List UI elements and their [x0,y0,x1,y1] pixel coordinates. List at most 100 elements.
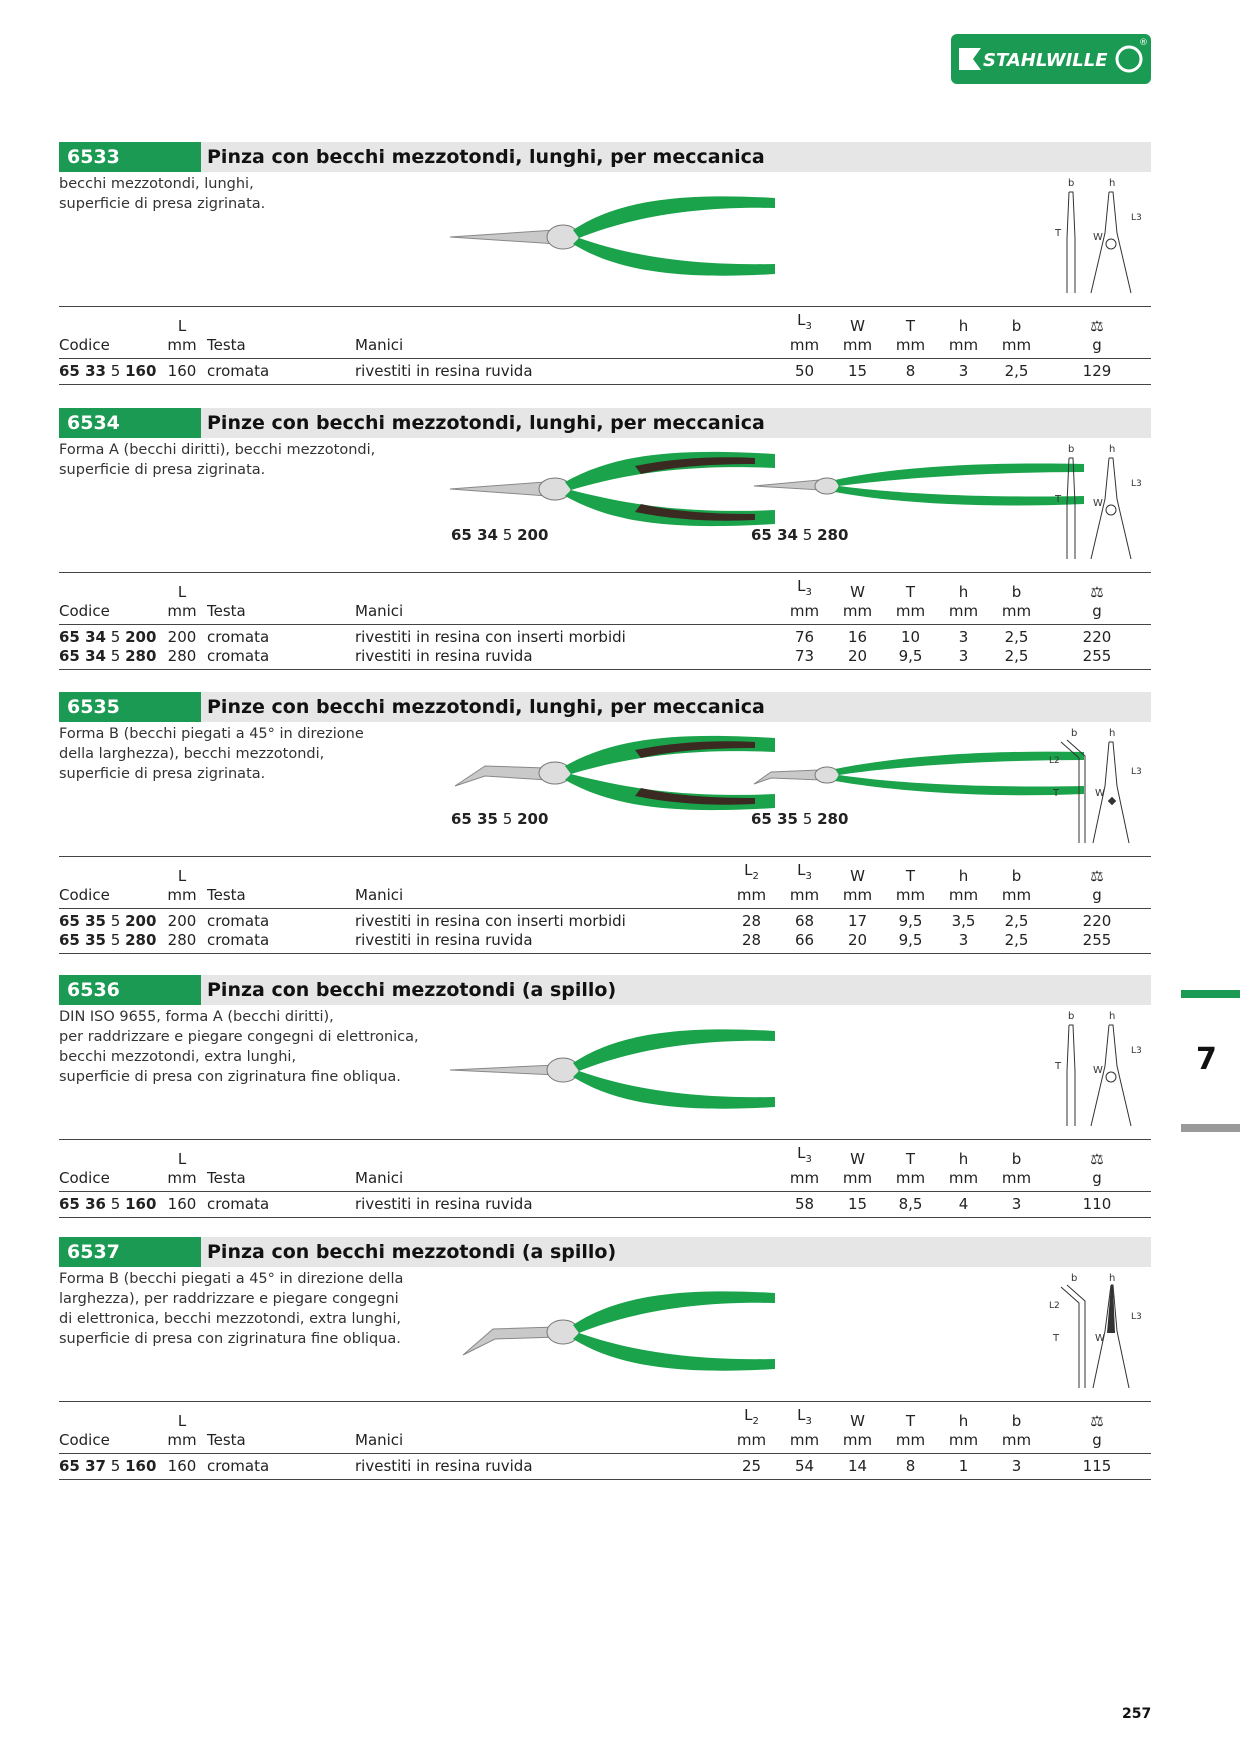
chapter-number: 7 [1196,1042,1217,1077]
section-title: Pinze con becchi mezzotondi, lunghi, per… [207,696,765,718]
section-6535: 6535 Pinze con becchi mezzotondi, lunghi… [59,692,1151,954]
section-description: Forma B (becchi piegati a 45° in direzio… [59,726,364,782]
svg-text:h: h [1109,444,1115,455]
section-6534: 6534 Pinze con becchi mezzotondi, lunghi… [59,408,1151,670]
scale-icon: ⚖ [1090,867,1104,885]
tool-label: 65 34 5 280 [751,526,849,544]
svg-text:T: T [1052,788,1060,799]
svg-text:W: W [1093,498,1103,509]
scale-icon: ⚖ [1090,583,1104,601]
pliers-image-280 [753,463,1084,506]
pliers-image-280 [753,751,1084,796]
svg-text:h: h [1109,728,1115,739]
section-6537: 6537 Pinza con becchi mezzotondi (a spil… [59,1237,1151,1480]
svg-text:h: h [1109,178,1115,189]
section-header: 6536 Pinza con becchi mezzotondi (a spil… [59,975,1151,1005]
section-title: Pinza con becchi mezzotondi (a spillo) [207,979,617,1001]
svg-text:h: h [1109,1011,1115,1022]
svg-text:L3: L3 [1131,1046,1142,1056]
pliers-image [462,1291,775,1371]
svg-text:L3: L3 [1131,767,1142,777]
svg-text:W: W [1093,232,1103,243]
col-weight: ⚖g [1043,306,1151,359]
section-description: Forma B (becchi piegati a 45° in direzio… [59,1271,404,1347]
svg-text:T: T [1054,1061,1062,1072]
section-description: DIN ISO 9655, forma A (becchi diritti), … [59,1009,419,1085]
page-number: 257 [1122,1706,1152,1722]
col-l2 [725,306,778,359]
section-number: 6537 [59,1237,201,1267]
dimension-diagram: b h T W L3 [1054,178,1142,294]
col-code: Codice [59,306,157,359]
pliers-image [449,1029,775,1109]
svg-text:W: W [1095,1333,1105,1344]
chapter-tab-bar [1181,990,1240,998]
pliers-image-200 [454,735,775,811]
scale-icon: ⚖ [1090,317,1104,335]
svg-text:b: b [1068,178,1074,189]
svg-text:W: W [1093,1065,1103,1076]
section-description: Forma A (becchi diritti), becchi mezzoto… [59,442,376,478]
dimension-diagram-bent: b h L2 T W L3 [1049,728,1142,844]
section-6533: 6533 Pinza con becchi mezzotondi, lunghi… [59,142,1151,385]
svg-text:b: b [1068,444,1074,455]
section-number: 6534 [59,408,201,438]
svg-text:L3: L3 [1131,1312,1142,1322]
tool-label: 65 34 5 200 [451,526,549,544]
pliers-image-200 [449,451,775,527]
section-description: becchi mezzotondi, lunghi, superficie di… [59,176,266,212]
section-header: 6535 Pinze con becchi mezzotondi, lunghi… [59,692,1151,722]
section-header: 6537 Pinza con becchi mezzotondi (a spil… [59,1237,1151,1267]
section-header: 6533 Pinza con becchi mezzotondi, lunghi… [59,142,1151,172]
scale-icon: ⚖ [1090,1150,1104,1168]
section-header: 6534 Pinze con becchi mezzotondi, lunghi… [59,408,1151,438]
logo-reg: ® [1139,38,1148,48]
svg-text:b: b [1071,728,1077,739]
svg-text:L2: L2 [1049,1301,1060,1311]
logo-text: STAHLWILLE [983,50,1108,71]
svg-text:T: T [1054,228,1062,239]
svg-text:b: b [1068,1011,1074,1022]
svg-text:T: T [1054,494,1062,505]
section-number: 6533 [59,142,201,172]
section-title: Pinza con becchi mezzotondi (a spillo) [207,1241,617,1263]
stahlwille-logo: STAHLWILLE ® [951,34,1151,84]
pliers-image [449,196,775,276]
svg-text:L2: L2 [1049,756,1060,766]
dimension-diagram: b h T W L3 [1054,444,1142,560]
col-testa: Testa [207,306,355,359]
col-manici: Manici [355,306,725,359]
svg-text:b: b [1071,1273,1077,1284]
section-title: Pinze con becchi mezzotondi, lunghi, per… [207,412,765,434]
section-title: Pinza con becchi mezzotondi, lunghi, per… [207,146,765,168]
svg-text:L3: L3 [1131,213,1142,223]
section-6536: 6536 Pinza con becchi mezzotondi (a spil… [59,975,1151,1218]
tool-label: 65 35 5 280 [751,810,849,828]
svg-text:W: W [1095,788,1105,799]
dimension-diagram: b h T W L3 [1054,1011,1142,1127]
svg-text:h: h [1109,1273,1115,1284]
svg-text:L3: L3 [1131,479,1142,489]
section-number: 6535 [59,692,201,722]
chapter-tab-divider [1181,1124,1240,1132]
scale-icon: ⚖ [1090,1412,1104,1430]
